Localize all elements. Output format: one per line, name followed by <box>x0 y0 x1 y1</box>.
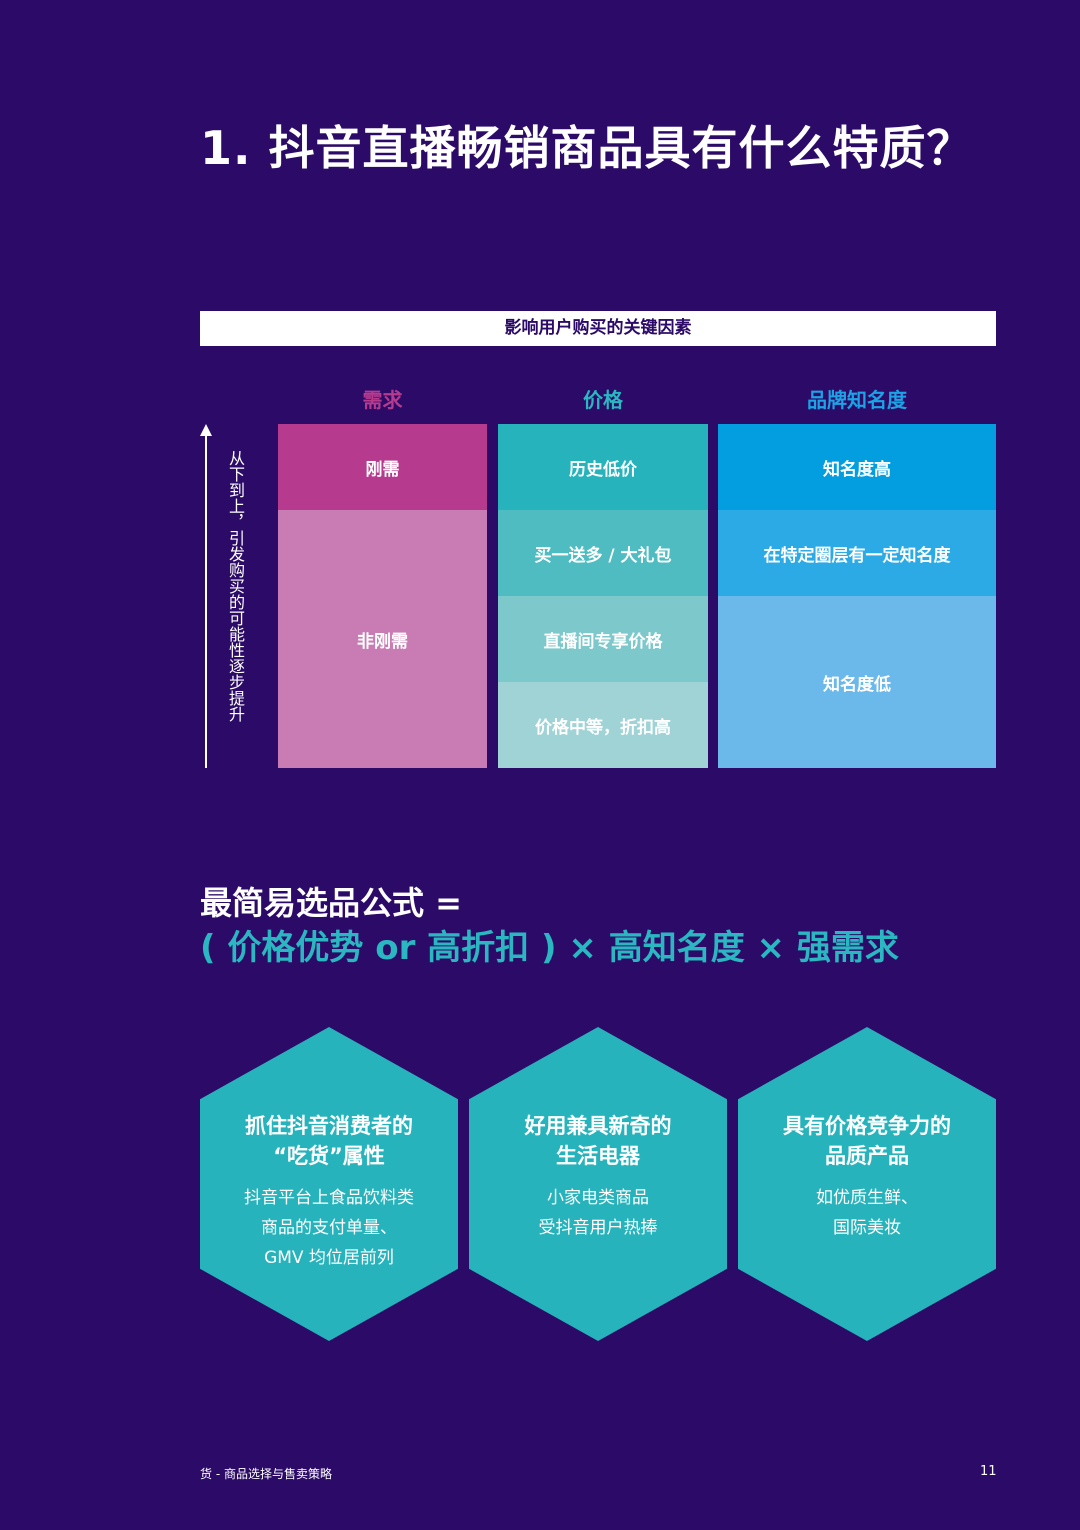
cell-demand-1: 刚需 <box>278 424 487 510</box>
hexagon-card-appliances: 好用兼具新奇的生活电器 小家电类商品受抖音用户热捧 <box>469 1027 727 1341</box>
hex-heading: 品质产品 <box>825 1144 909 1168</box>
hex-body: 如优质生鲜、 <box>816 1188 918 1208</box>
cell-price-4: 价格中等，折扣高 <box>498 682 708 768</box>
cell-demand-2: 非刚需 <box>278 510 487 768</box>
column-header-brand: 品牌知名度 <box>807 388 907 412</box>
hexagon-card-quality: 具有价格竞争力的品质产品 如优质生鲜、国际美妆 <box>738 1027 996 1341</box>
axis-label: 从下到上，引发购买的可能性逐步提升 <box>226 450 245 722</box>
cell-brand-1: 知名度高 <box>718 424 996 510</box>
section-banner: 影响用户购买的关键因素 <box>200 311 996 346</box>
page-number: 11 <box>980 1464 997 1479</box>
hex-body: GMV 均位居前列 <box>264 1248 394 1268</box>
hex-heading: 好用兼具新奇的 <box>524 1114 672 1138</box>
hexagon-card-food: 抓住抖音消费者的 “吃货”属性 抖音平台上食品饮料类商品的支付单量、 GMV 均位居… <box>200 1027 458 1341</box>
hex-heading: 生活电器 <box>556 1144 640 1168</box>
hex-body: 受抖音用户热捧 <box>538 1218 658 1238</box>
hex-body: 商品的支付单量、 <box>261 1218 397 1238</box>
hex-heading: 抓住抖音消费者的 <box>245 1114 413 1138</box>
footer-section-title: 货 - 商品选择与售卖策略 <box>200 1467 332 1481</box>
hex-heading: “吃货”属性 <box>273 1144 385 1168</box>
hex-body: 小家电类商品 <box>547 1188 649 1208</box>
hex-heading: 具有价格竞争力的 <box>783 1114 951 1138</box>
formula-title: 最简易选品公式 = <box>200 884 462 922</box>
cell-price-1: 历史低价 <box>498 424 708 510</box>
column-header-demand: 需求 <box>362 388 403 412</box>
column-header-price: 价格 <box>583 388 623 412</box>
cell-brand-2: 在特定圈层有一定知名度 <box>718 510 996 596</box>
cell-price-2: 买一送多 / 大礼包 <box>498 510 708 596</box>
cell-price-3: 直播间专享价格 <box>498 596 708 682</box>
hex-body: 抖音平台上食品饮料类 <box>244 1188 414 1208</box>
hex-body: 国际美妆 <box>833 1218 901 1238</box>
page-title: 1. 抖音直播畅销商品具有什么特质？ <box>200 121 974 175</box>
axis-line <box>205 430 207 768</box>
cell-brand-3: 知名度低 <box>718 596 996 768</box>
formula-expression: ( 价格优势 or 高折扣 ) × 高知名度 × 强需求 <box>200 928 899 968</box>
